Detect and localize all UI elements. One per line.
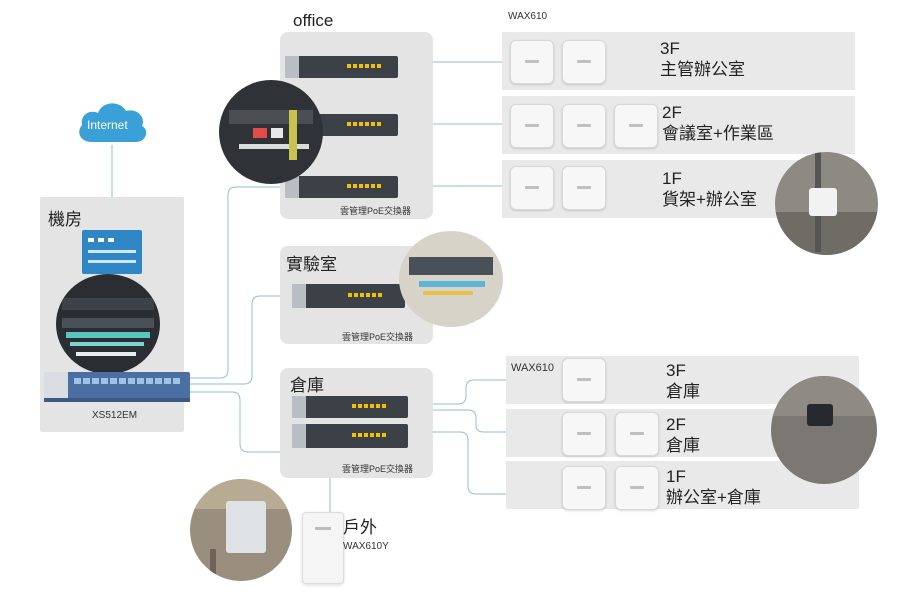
warehouse-floor-1f-text: 1F 辦公室+倉庫 xyxy=(666,466,761,508)
access-point-icon xyxy=(562,104,606,148)
switch-icon xyxy=(292,396,408,418)
access-point-icon xyxy=(615,412,659,456)
line-core-lab xyxy=(188,295,292,385)
office-floor-2f-area: 會議室+作業區 xyxy=(662,124,774,143)
warehouse-switch-upper xyxy=(292,392,408,422)
line-wh-2f xyxy=(408,409,560,433)
core-room-label: 機房 xyxy=(48,210,82,229)
office-floor-2f-level: 2F xyxy=(662,103,682,122)
switch-icon xyxy=(285,56,398,78)
office-floor-3f-text: 3F 主管辦公室 xyxy=(660,38,745,80)
office-switch-1f xyxy=(285,170,398,204)
access-point-icon xyxy=(562,358,606,402)
cloud-icon xyxy=(79,103,147,142)
warehouse-floor-3f-text: 3F 倉庫 xyxy=(666,360,700,402)
office-ceiling-ap-photo xyxy=(775,152,878,255)
lab-switch xyxy=(292,278,405,314)
switch-icon xyxy=(292,284,405,308)
warehouse-floor-3f-area: 倉庫 xyxy=(666,382,700,401)
access-point-icon xyxy=(615,466,659,510)
warehouse-floor-1f-level: 1F xyxy=(666,467,686,486)
outdoor-ap-photo xyxy=(190,479,292,581)
core-rack-photo xyxy=(56,274,160,374)
office-floor-1f-text: 1F 貨架+辦公室 xyxy=(662,168,757,210)
office-title: office xyxy=(293,11,334,30)
warehouse-ap-model: WAX610 xyxy=(511,362,555,374)
access-point-icon xyxy=(510,166,554,210)
access-point-icon xyxy=(315,527,331,530)
switch-icon xyxy=(285,176,398,198)
office-switch-3f xyxy=(285,50,398,84)
line-wh-1f xyxy=(408,431,560,495)
core-switch xyxy=(44,370,190,404)
office-floor-1f-area: 貨架+辦公室 xyxy=(662,190,757,209)
outdoor-title: 戶外 xyxy=(343,518,377,537)
outdoor-ap-model: WAX610Y xyxy=(343,541,389,552)
office-floor-1f-level: 1F xyxy=(662,169,682,188)
server-icon xyxy=(82,230,142,274)
office-ap-model: WAX610 xyxy=(508,11,548,22)
office-switch-caption: 雲管理PoE交換器 xyxy=(340,206,412,216)
internet-cloud: Internet xyxy=(74,96,150,148)
switch-icon xyxy=(292,424,408,448)
access-point-icon xyxy=(562,412,606,456)
line-core-warehouse xyxy=(188,391,292,453)
lab-switch-photo xyxy=(399,231,503,327)
office-floor-3f-area: 主管辦公室 xyxy=(660,60,745,79)
access-point-icon xyxy=(510,40,554,84)
line-core-office xyxy=(188,186,285,379)
warehouse-floor-3f-level: 3F xyxy=(666,361,686,380)
office-cable-photo xyxy=(219,80,323,184)
warehouse-panel xyxy=(280,368,433,478)
office-floor-band-2f xyxy=(502,96,855,154)
access-point-icon xyxy=(562,466,606,510)
warehouse-floor-2f-level: 2F xyxy=(666,415,686,434)
lab-switch-caption: 雲管理PoE交換器 xyxy=(342,332,414,342)
outdoor-ap-device xyxy=(302,512,344,584)
warehouse-floor-2f-area: 倉庫 xyxy=(666,436,700,455)
office-floor-2f-text: 2F 會議室+作業區 xyxy=(662,102,774,144)
warehouse-title: 倉庫 xyxy=(290,376,324,395)
internet-label: Internet xyxy=(87,118,128,132)
warehouse-floor-1f-area: 辦公室+倉庫 xyxy=(666,488,761,507)
warehouse-ceiling-ap-photo xyxy=(771,376,877,484)
access-point-icon xyxy=(562,166,606,210)
access-point-icon xyxy=(510,104,554,148)
access-point-icon xyxy=(562,40,606,84)
warehouse-switch-lower xyxy=(292,420,408,452)
warehouse-floor-2f-text: 2F 倉庫 xyxy=(666,414,700,456)
line-wh-3f xyxy=(408,379,560,405)
core-switch-label: XS512EM xyxy=(92,410,138,421)
switch-icon xyxy=(44,372,190,402)
office-floor-band-3f xyxy=(502,32,855,90)
warehouse-switch-caption: 雲管理PoE交換器 xyxy=(342,464,414,474)
lab-title: 實驗室 xyxy=(286,255,337,274)
office-floor-3f-level: 3F xyxy=(660,39,680,58)
access-point-icon xyxy=(614,104,658,148)
